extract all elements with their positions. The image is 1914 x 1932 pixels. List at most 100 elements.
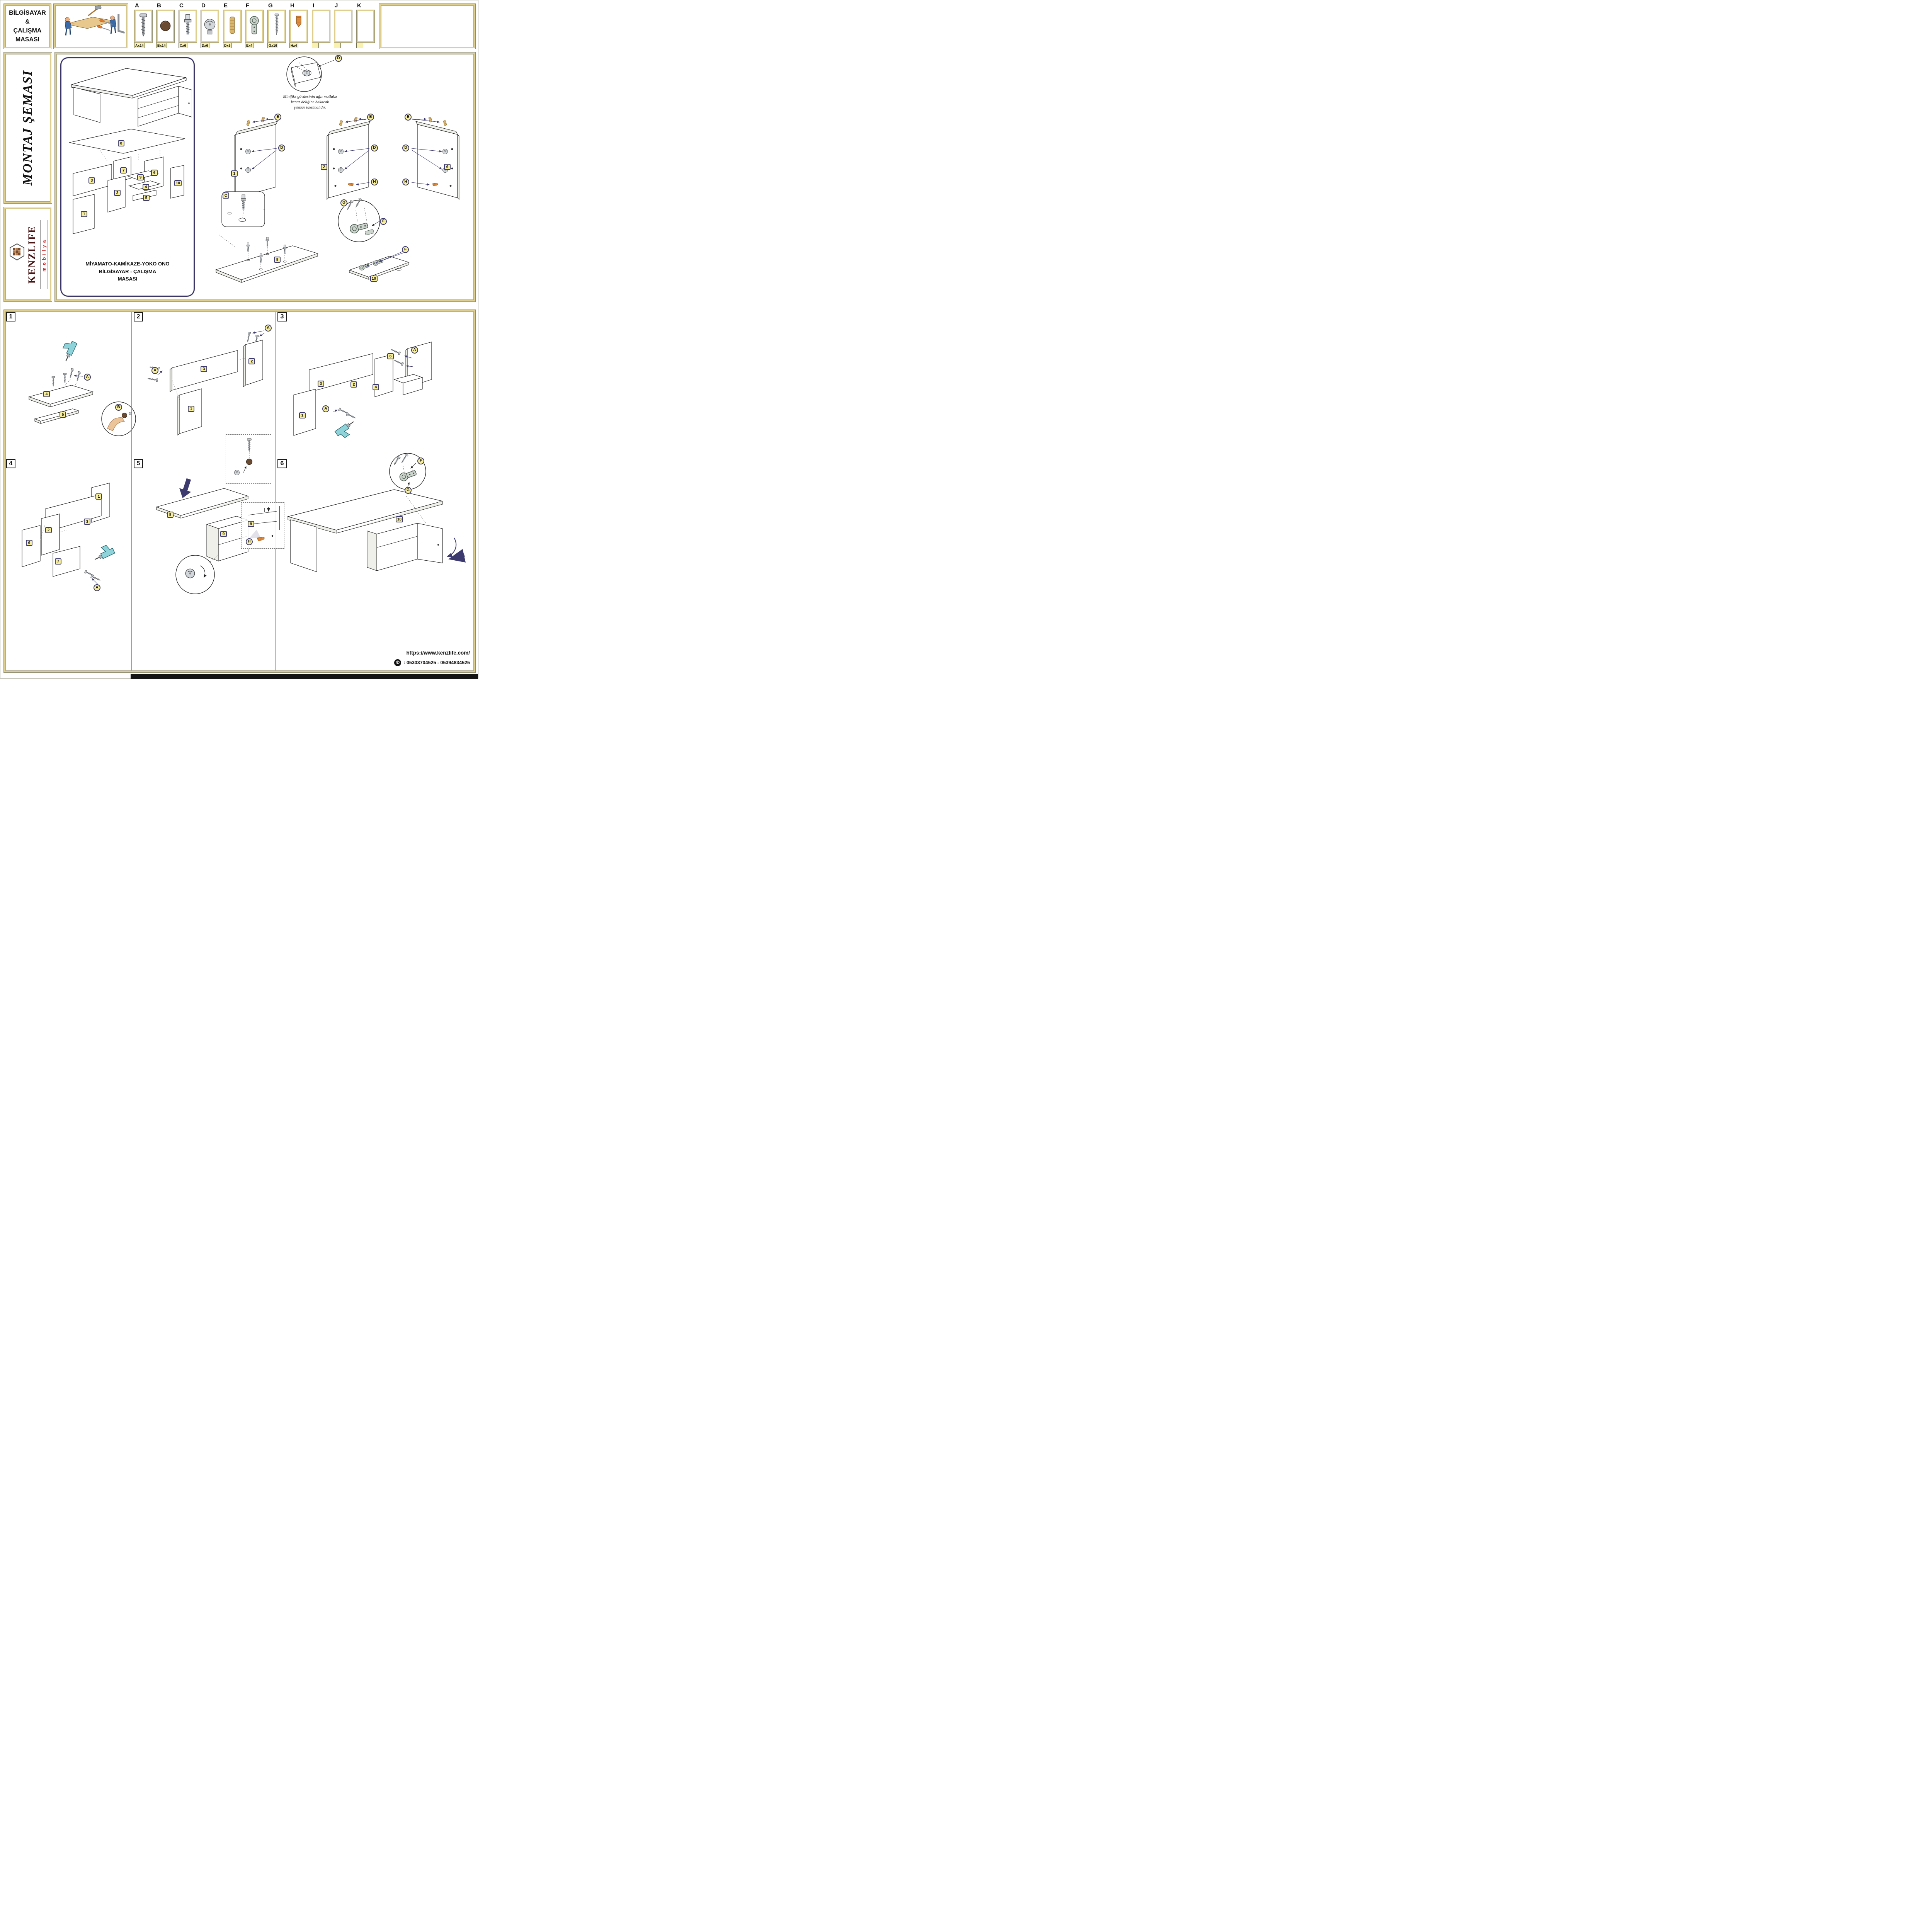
hardware-box-C — [179, 10, 197, 43]
screwdriver-icon — [99, 19, 113, 25]
part-badge-2: 2 — [114, 190, 121, 196]
part-badge-7: 7 — [120, 167, 127, 173]
callout-badge-A: A — [265, 325, 272, 332]
hardware-box-B — [156, 10, 175, 43]
worker-left-icon — [65, 17, 75, 36]
exploded-parts-drawing — [69, 129, 185, 234]
callout-badge-E: E — [274, 114, 281, 121]
part-badge-7: 7 — [55, 558, 61, 565]
hardware-qty-tag: Hx4 — [289, 43, 298, 48]
callout-badge-B: B — [115, 404, 122, 411]
hardware-letter: F — [246, 2, 250, 9]
minifix-cam-detail-drawing — [286, 56, 334, 92]
step-2-drawing — [147, 330, 265, 436]
drill-icon — [334, 419, 359, 441]
callout-badge-G: G — [340, 199, 347, 206]
phone-row: ✆ : 05303704525 - 05394834525 — [394, 659, 470, 666]
worker-right-icon — [106, 15, 117, 34]
callout-badge-D: D — [402, 145, 409, 151]
brand-name: KENZLIFE — [26, 225, 37, 284]
hardware-box-F — [245, 10, 264, 43]
exploded-view-box: 8 7 6 3 9 2 10 4 5 1 MİYAMATO-KAMİKAZE-Y… — [60, 57, 195, 297]
hardware-letter: E — [224, 2, 228, 9]
part-badge-1: 1 — [231, 170, 238, 177]
step-number-2: 2 — [134, 312, 143, 321]
part-badge-1: 1 — [95, 493, 102, 500]
step-5-diagram: 8 9 — [135, 476, 278, 596]
screw-cap-detail-drawing — [234, 438, 253, 475]
bottom-black-bar — [131, 674, 478, 679]
part-badge-9: 9 — [248, 521, 254, 527]
workers-tools-illustration — [65, 5, 125, 36]
part-badge-4: 4 — [43, 391, 50, 397]
drill-icon — [58, 338, 78, 363]
title-line: MASASI — [15, 36, 40, 43]
minifix-cam-detail: D — [271, 54, 349, 93]
part-badge-9: 9 — [137, 174, 144, 180]
step-4-diagram: 1 3 2 6 7 A — [9, 470, 132, 598]
title-line: BİLGİSAYAR — [9, 9, 46, 16]
phone-icon: ✆ — [394, 659, 402, 666]
hardware-box-D — [201, 10, 219, 43]
step-5-drawing — [156, 478, 261, 594]
callout-badge-A: A — [94, 584, 100, 591]
cap-press-detail: B — [100, 401, 137, 437]
step-1-drawing — [28, 338, 94, 424]
panel-2-hardware-diagram: E D H 2 — [310, 111, 383, 207]
website-url: https://www.kenzlife.com/ — [406, 650, 470, 656]
step-number-4: 4 — [6, 459, 15, 468]
step-6-hinge-detail: F G — [388, 452, 428, 494]
minifix-note-line: kenar deliğine bakacak — [291, 100, 329, 105]
product-model-line: MASASI — [117, 276, 138, 282]
minifix-cam-icon — [204, 19, 216, 34]
step-number-5: 5 — [134, 459, 143, 468]
part-badge-6: 6 — [26, 540, 32, 546]
minifix-note-line: Minifiks gövdesinin ağzı mutlaka — [283, 95, 337, 99]
hardware-qty-tag: Ax14 — [134, 43, 145, 48]
panel-1-drawing — [234, 116, 278, 200]
part-badge-10: 10 — [174, 180, 182, 186]
cap-press-drawing — [101, 401, 136, 436]
hardware-box-K — [356, 10, 375, 43]
assembled-desk-drawing — [71, 68, 192, 127]
hardware-letter: J — [335, 2, 338, 9]
assembly-overview-panel: 8 7 6 3 9 2 10 4 5 1 MİYAMATO-KAMİKAZE-Y… — [54, 52, 476, 302]
part-badge-2: 2 — [248, 358, 255, 364]
part-badge-1: 1 — [188, 406, 194, 412]
hardware-qty-tag: Bx14 — [156, 43, 167, 48]
step-3-drawing — [293, 342, 432, 441]
step-number-1: 1 — [6, 312, 15, 321]
part-badge-4: 4 — [373, 384, 379, 390]
hinge-icon — [250, 16, 259, 34]
allen-key-icon — [117, 14, 125, 34]
step-3-diagram: 6 A 3 2 4 A 1 — [280, 331, 473, 451]
callout-badge-D: D — [371, 145, 378, 151]
callout-badge-D: D — [278, 145, 285, 151]
callout-badge-H: H — [371, 179, 378, 185]
hardware-box-G — [267, 10, 286, 43]
hardware-qty-tag: Gx16 — [267, 43, 279, 48]
callout-badge-A: A — [411, 347, 418, 354]
hardware-box-J — [334, 10, 352, 43]
minifix-bolt-icon — [180, 11, 196, 41]
panel-1-hardware-diagram: E D 1 — [217, 111, 291, 207]
hardware-letter: H — [290, 2, 294, 9]
hardware-qty-tag: Ex4 — [245, 43, 254, 48]
step-6-hinge-drawing — [389, 453, 426, 490]
callout-badge-C: C — [223, 192, 229, 199]
product-model-line: MİYAMATO-KAMİKAZE-YOKO ONO — [85, 261, 170, 267]
brand-subtitle: mobilya — [40, 220, 48, 289]
hinge-detail-circle: G F — [335, 195, 387, 245]
hardware-letter: D — [201, 2, 206, 9]
step-6-drawing — [287, 489, 466, 572]
callout-badge-H: H — [402, 179, 409, 185]
panel-6-hardware-diagram: E D H 6 — [401, 111, 476, 207]
hardware-letter: I — [313, 2, 315, 9]
part-badge-2: 2 — [321, 164, 327, 170]
page: BİLGİSAYAR & ÇALIŞMA MASASI A Ax14 B Bx1… — [0, 0, 478, 679]
screw-cap-detail-box — [226, 434, 271, 484]
step-6-diagram: 10 — [278, 480, 479, 596]
part-badge-9: 9 — [220, 531, 227, 537]
step-number-6: 6 — [277, 459, 287, 468]
plastic-dowel-icon — [296, 15, 301, 27]
